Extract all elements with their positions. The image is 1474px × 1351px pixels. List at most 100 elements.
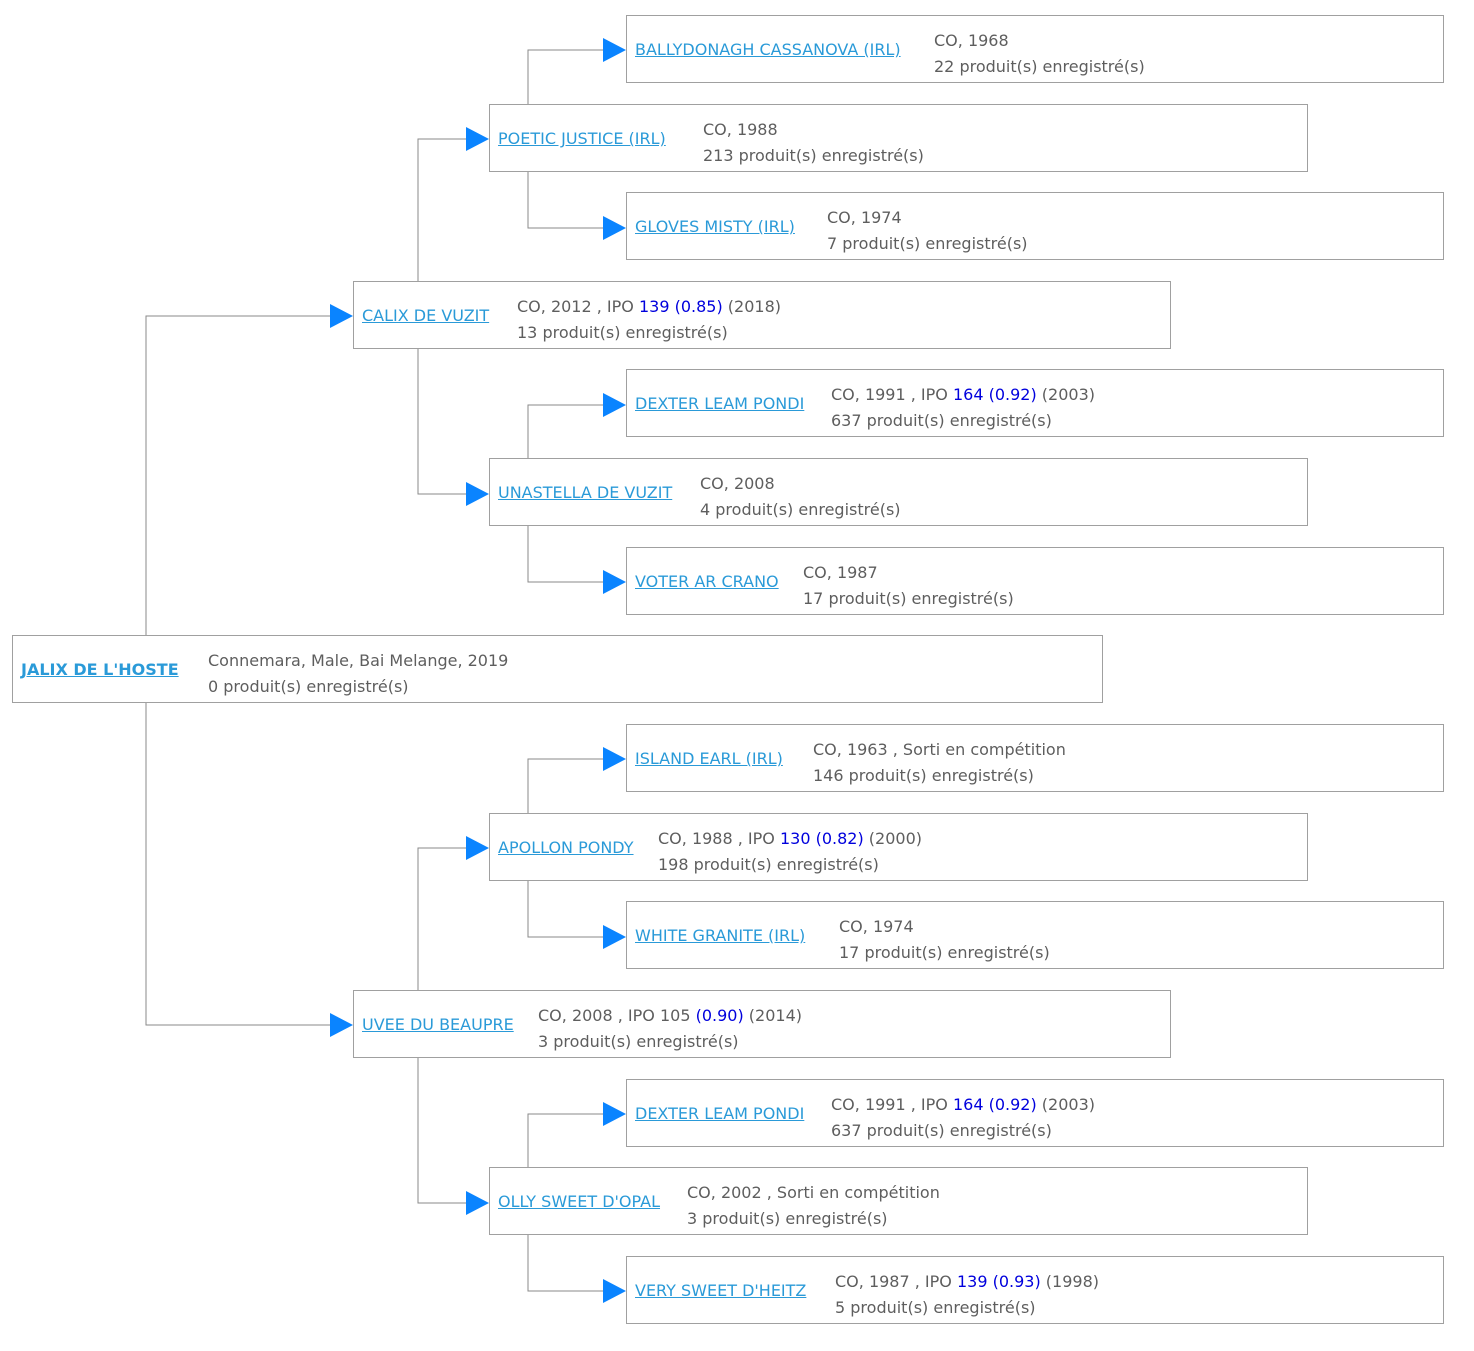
- ipo-year: (2003): [1036, 1095, 1095, 1114]
- connector-g3-6-line: [527, 881, 604, 938]
- pedigree-node-dam-sire-sire: ISLAND EARL (IRL) CO, 1963 , Sorti en co…: [626, 724, 1444, 792]
- horse-info-sire-sire-dam: CO, 1974 7 produit(s) enregistré(s): [827, 205, 1028, 257]
- horse-products: 637 produit(s) enregistré(s): [831, 1121, 1052, 1140]
- horse-products: 7 produit(s) enregistré(s): [827, 234, 1028, 253]
- pedigree-node-sire: CALIX DE VUZIT CO, 2012 , IPO 139 (0.85)…: [353, 281, 1171, 349]
- horse-info-sire-dam-sire: CO, 1991 , IPO 164 (0.92) (2003) 637 pro…: [831, 382, 1095, 434]
- horse-info-root: Connemara, Male, Bai Melange, 2019 0 pro…: [208, 648, 508, 700]
- pedigree-node-dam-dam-dam: VERY SWEET D'HEITZ CO, 1987 , IPO 139 (0…: [626, 1256, 1444, 1324]
- connector-g3-8-line: [527, 1235, 604, 1292]
- connector-root-dam-arrow: [330, 1013, 353, 1037]
- horse-link-dam[interactable]: UVEE DU BEAUPRE: [362, 1015, 514, 1034]
- horse-link-sire-sire-dam[interactable]: GLOVES MISTY (IRL): [635, 217, 795, 236]
- horse-details-text: CO, 2012 , IPO: [517, 297, 639, 316]
- connector-dam-dam-line: [417, 1058, 467, 1204]
- horse-details-text: CO, 1988 , IPO: [658, 829, 780, 848]
- horse-details-text: CO, 1991 , IPO: [831, 1095, 953, 1114]
- horse-products: 22 produit(s) enregistré(s): [934, 57, 1145, 76]
- connector-root-dam-line: [145, 703, 331, 1026]
- horse-details-text: CO, 1974: [827, 208, 902, 227]
- pedigree-node-sire-dam: UNASTELLA DE VUZIT CO, 2008 4 produit(s)…: [489, 458, 1308, 526]
- horse-link-dam-dam-sire[interactable]: DEXTER LEAM PONDI: [635, 1104, 805, 1123]
- horse-link-sire[interactable]: CALIX DE VUZIT: [362, 306, 490, 325]
- horse-info-sire-dam-dam: CO, 1987 17 produit(s) enregistré(s): [803, 560, 1014, 612]
- ipo-year: (1998): [1040, 1272, 1099, 1291]
- horse-link-root[interactable]: JALIX DE L'HOSTE: [21, 660, 179, 679]
- horse-products: 213 produit(s) enregistré(s): [703, 146, 924, 165]
- connector-sire-sire-arrow: [466, 127, 489, 151]
- connector-g3-1-arrow: [603, 38, 626, 62]
- horse-details-text: CO, 1968: [934, 31, 1009, 50]
- connector-g3-2-line: [527, 172, 604, 229]
- connector-g3-8-arrow: [603, 1279, 626, 1303]
- ipo-year: (2003): [1036, 385, 1095, 404]
- horse-details: CO, 2012 , IPO 139 (0.85) (2018): [517, 294, 781, 320]
- horse-link-sire-dam[interactable]: UNASTELLA DE VUZIT: [498, 483, 673, 502]
- connector-root-sire-arrow: [330, 304, 353, 328]
- connector-dam-sire-line: [417, 847, 467, 990]
- horse-details-text: CO, 1987 , IPO: [835, 1272, 957, 1291]
- horse-link-sire-dam-sire[interactable]: DEXTER LEAM PONDI: [635, 394, 805, 413]
- horse-info-dam-dam-sire: CO, 1991 , IPO 164 (0.92) (2003) 637 pro…: [831, 1092, 1095, 1144]
- horse-products: 637 produit(s) enregistré(s): [831, 411, 1052, 430]
- horse-info-dam-sire: CO, 1988 , IPO 130 (0.82) (2000) 198 pro…: [658, 826, 922, 878]
- horse-products: 17 produit(s) enregistré(s): [839, 943, 1050, 962]
- horse-details: CO, 1963 , Sorti en compétition: [813, 737, 1066, 763]
- horse-link-dam-dam[interactable]: OLLY SWEET D'OPAL: [498, 1192, 661, 1211]
- horse-details-text: CO, 1963 , Sorti en compétition: [813, 740, 1066, 759]
- pedigree-node-root: JALIX DE L'HOSTE Connemara, Male, Bai Me…: [12, 635, 1103, 703]
- connector-g3-5-arrow: [603, 747, 626, 771]
- pedigree-node-dam-sire-dam: WHITE GRANITE (IRL) CO, 1974 17 produit(…: [626, 901, 1444, 969]
- horse-link-sire-dam-dam[interactable]: VOTER AR CRANO: [635, 572, 779, 591]
- horse-link-sire-sire[interactable]: POETIC JUSTICE (IRL): [498, 129, 666, 148]
- connector-sire-dam-line: [417, 349, 467, 495]
- horse-details: CO, 2002 , Sorti en compétition: [687, 1180, 940, 1206]
- pedigree-node-sire-dam-sire: DEXTER LEAM PONDI CO, 1991 , IPO 164 (0.…: [626, 369, 1444, 437]
- horse-info-dam: CO, 2008 , IPO 105 (0.90) (2014) 3 produ…: [538, 1003, 802, 1055]
- horse-details: CO, 1974: [827, 205, 1028, 231]
- horse-details: CO, 1988 , IPO 130 (0.82) (2000): [658, 826, 922, 852]
- connector-g3-7-arrow: [603, 1102, 626, 1126]
- horse-link-dam-dam-dam[interactable]: VERY SWEET D'HEITZ: [635, 1281, 807, 1300]
- horse-details: CO, 1988: [703, 117, 924, 143]
- connector-g3-4-line: [527, 526, 604, 583]
- horse-details: CO, 1991 , IPO 164 (0.92) (2003): [831, 382, 1095, 408]
- horse-products: 5 produit(s) enregistré(s): [835, 1298, 1036, 1317]
- horse-details: CO, 2008: [700, 471, 901, 497]
- ipo-value: 130 (0.82): [779, 829, 864, 848]
- connector-root-sire-line: [145, 315, 331, 635]
- connector-g3-7-line: [527, 1113, 604, 1167]
- horse-details: CO, 1987: [803, 560, 1014, 586]
- horse-info-dam-sire-dam: CO, 1974 17 produit(s) enregistré(s): [839, 914, 1050, 966]
- horse-products: 4 produit(s) enregistré(s): [700, 500, 901, 519]
- connector-g3-5-line: [527, 758, 604, 813]
- pedigree-node-dam-dam: OLLY SWEET D'OPAL CO, 2002 , Sorti en co…: [489, 1167, 1308, 1235]
- horse-link-sire-sire-sire[interactable]: BALLYDONAGH CASSANOVA (IRL): [635, 40, 901, 59]
- connector-dam-dam-arrow: [466, 1191, 489, 1215]
- pedigree-node-dam-sire: APOLLON PONDY CO, 1988 , IPO 130 (0.82) …: [489, 813, 1308, 881]
- ipo-value: 139 (0.85): [638, 297, 723, 316]
- ipo-value: 139 (0.93): [956, 1272, 1041, 1291]
- connector-dam-sire-arrow: [466, 836, 489, 860]
- horse-details: CO, 1974: [839, 914, 1050, 940]
- horse-details-text: CO, 2008 , IPO 105: [538, 1006, 696, 1025]
- horse-details-text: CO, 1988: [703, 120, 778, 139]
- horse-link-dam-sire-sire[interactable]: ISLAND EARL (IRL): [635, 749, 783, 768]
- horse-details: CO, 2008 , IPO 105 (0.90) (2014): [538, 1003, 802, 1029]
- horse-link-dam-sire-dam[interactable]: WHITE GRANITE (IRL): [635, 926, 806, 945]
- horse-products: 146 produit(s) enregistré(s): [813, 766, 1034, 785]
- horse-products: 198 produit(s) enregistré(s): [658, 855, 879, 874]
- connector-sire-sire-line: [417, 138, 467, 281]
- horse-details: CO, 1968: [934, 28, 1145, 54]
- ipo-year: (2014): [743, 1006, 802, 1025]
- connector-g3-3-arrow: [603, 393, 626, 417]
- horse-products: 3 produit(s) enregistré(s): [687, 1209, 888, 1228]
- ipo-year: (2018): [722, 297, 781, 316]
- horse-details-text: CO, 1987: [803, 563, 878, 582]
- horse-details-text: CO, 1991 , IPO: [831, 385, 953, 404]
- horse-details-text: CO, 2002 , Sorti en compétition: [687, 1183, 940, 1202]
- horse-details: CO, 1987 , IPO 139 (0.93) (1998): [835, 1269, 1099, 1295]
- horse-info-dam-sire-sire: CO, 1963 , Sorti en compétition 146 prod…: [813, 737, 1066, 789]
- horse-link-dam-sire[interactable]: APOLLON PONDY: [498, 838, 634, 857]
